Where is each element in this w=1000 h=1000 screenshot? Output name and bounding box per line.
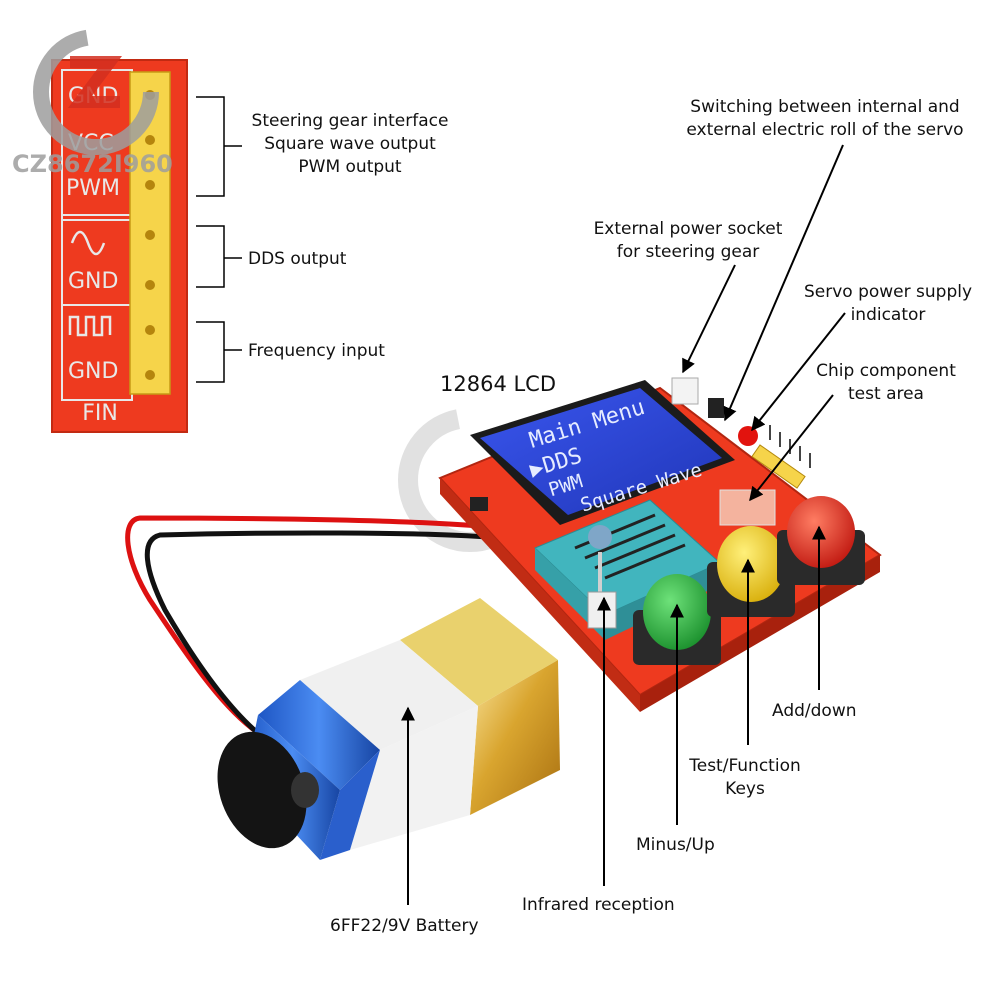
- label-chip-area: Chip component test area: [816, 361, 956, 404]
- pin-label-gnd-2: GND: [68, 269, 118, 294]
- label-infrared: Infrared reception: [522, 895, 675, 915]
- pin-label-fin: FIN: [82, 401, 118, 426]
- label-switching: Switching between internal and external …: [686, 97, 964, 140]
- watermark-logo: CZ8672I960: [12, 29, 173, 178]
- label-steering-gear: Steering gear interface Square wave outp…: [251, 111, 449, 177]
- label-lcd: 12864 LCD: [440, 372, 557, 396]
- label-test-keys: Test/Function Keys: [689, 756, 801, 799]
- pin-label-gnd-3: GND: [68, 359, 118, 384]
- label-dds-output: DDS output: [248, 249, 347, 269]
- pin-label-pwm: PWM: [66, 176, 120, 201]
- label-external-socket: External power socket for steering gear: [593, 219, 783, 262]
- label-frequency-input: Frequency input: [248, 341, 385, 361]
- lcd-module: Main Menu ▶DDS PWM Square Wave: [470, 380, 735, 525]
- label-battery: 6FF22/9V Battery: [330, 916, 479, 936]
- header-inset: GND VCC PWM GND GND FIN: [51, 59, 188, 433]
- label-servo-indicator: Servo power supply indicator: [803, 282, 973, 325]
- watermark-text: CZ8672I960: [12, 150, 173, 178]
- label-minus-up: Minus/Up: [636, 835, 715, 855]
- battery-9v: [217, 598, 560, 860]
- label-add-down: Add/down: [772, 701, 857, 721]
